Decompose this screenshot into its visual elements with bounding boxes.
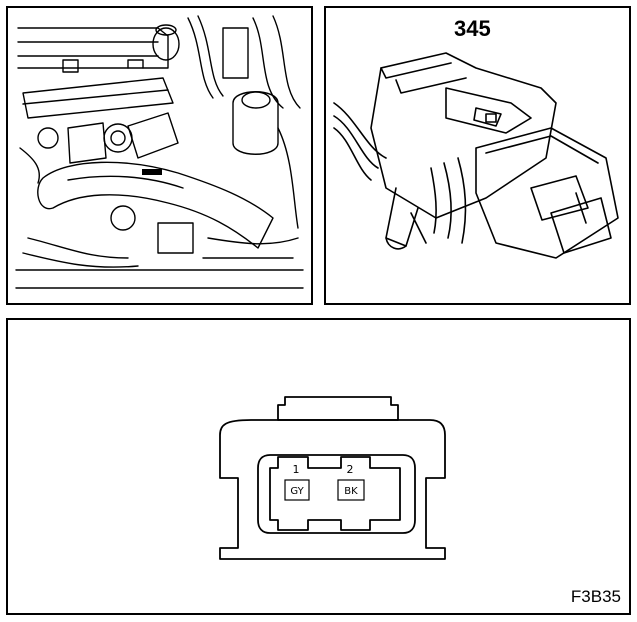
pin-1-number: 1 xyxy=(293,463,300,476)
connector-face-pinout: 1 GY 2 BK xyxy=(219,396,446,560)
connector-illustration xyxy=(333,52,619,259)
figure-code: F3B35 xyxy=(570,587,621,606)
pin-1-wire-color: GY xyxy=(290,486,304,497)
engine-location-panel xyxy=(6,6,313,305)
engine-bay-illustration xyxy=(15,15,304,289)
connector-photo-panel: 345 xyxy=(324,6,631,305)
pin-2-number: 2 xyxy=(347,463,354,476)
pin-1-terminal xyxy=(284,479,310,501)
connector-number: 345 xyxy=(454,16,491,41)
pin-2-terminal xyxy=(337,479,365,501)
pin-2-wire-color: BK xyxy=(344,486,358,497)
pinout-panel: 1 GY 2 BK F3B35 xyxy=(6,318,631,615)
